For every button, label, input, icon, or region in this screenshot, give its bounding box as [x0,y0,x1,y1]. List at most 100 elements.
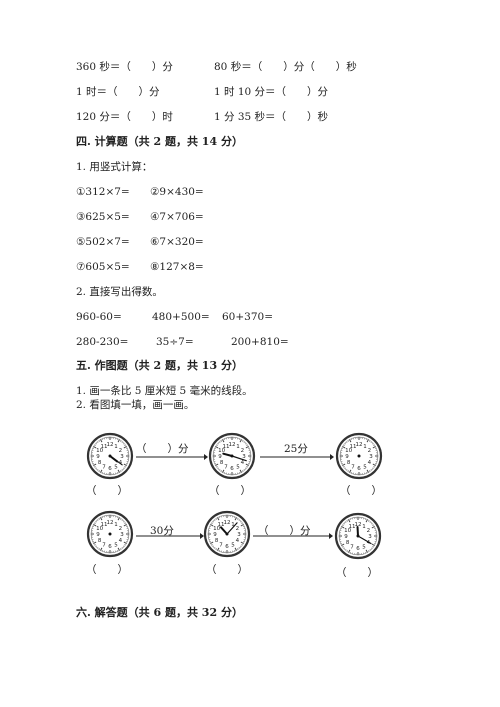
svg-text:12: 12 [229,442,236,448]
svg-text:9: 9 [344,534,348,540]
vertical-problem: ①312×7= [76,186,130,198]
svg-text:3: 3 [120,454,124,460]
svg-text:1: 1 [231,522,235,528]
svg-text:5: 5 [114,543,118,549]
conversion-2-right: 1 时 10 分＝（ ）分 [214,86,329,98]
vertical-problem: ⑤502×7= [76,236,130,248]
section-5-q2: 2. 看图填一填，画一画。 [76,399,195,411]
svg-text:12: 12 [224,520,231,526]
svg-text:6: 6 [357,466,361,472]
section-5-q1: 1. 画一条比 5 厘米短 5 毫米的线段。 [76,385,253,397]
svg-text:1: 1 [236,444,240,450]
minutes-label: （ ）分 [258,525,311,537]
conversion-3-left: 120 分＝（ ）时 [76,111,173,123]
section-4-q1: 1. 用竖式计算： [76,161,153,173]
svg-text:5: 5 [363,465,367,471]
svg-text:11: 11 [101,444,108,450]
svg-text:4: 4 [367,540,371,546]
svg-text:1: 1 [114,444,118,450]
svg-text:11: 11 [101,522,108,528]
minutes-label: 25分 [284,443,308,455]
svg-text:4: 4 [119,538,123,544]
oral-problem: 960-60= [76,311,122,323]
oral-problem: 280-230= [76,336,129,348]
time-answer: （ ） [336,567,378,579]
svg-text:5: 5 [362,545,366,551]
svg-text:6: 6 [108,466,112,472]
conversion-1-right: 80 秒＝（ ）分（ ）秒 [214,61,357,73]
svg-text:12: 12 [355,522,362,528]
svg-text:6: 6 [108,544,112,550]
svg-text:7: 7 [350,545,354,551]
svg-text:6: 6 [230,466,234,472]
svg-text:5: 5 [114,465,118,471]
svg-text:2: 2 [236,526,240,532]
time-answer: （ ） [340,485,382,497]
svg-text:7: 7 [224,465,228,471]
section-4-q2: 2. 直接写出得数。 [76,286,163,298]
conversion-1-left: 360 秒＝（ ）分 [76,61,173,73]
svg-text:2: 2 [367,528,371,534]
svg-text:9: 9 [96,454,100,460]
svg-text:9: 9 [96,532,100,538]
svg-text:5: 5 [231,543,235,549]
vertical-problem: ⑥7×320= [150,236,204,248]
svg-text:11: 11 [218,522,225,528]
svg-text:10: 10 [344,528,351,534]
svg-text:12: 12 [107,442,114,448]
arrow-icon [253,533,333,539]
svg-text:12: 12 [356,442,363,448]
svg-text:1: 1 [362,524,366,530]
svg-text:2: 2 [119,526,123,532]
vertical-problem: ②9×430= [150,186,204,198]
svg-text:10: 10 [345,448,352,454]
svg-text:1: 1 [363,444,367,450]
oral-problem: 60+370= [222,311,273,323]
svg-text:7: 7 [102,543,106,549]
svg-text:10: 10 [218,448,225,454]
oral-problem: 480+500= [152,311,210,323]
svg-text:6: 6 [225,544,229,550]
time-answer: （ ） [209,485,251,497]
arrow-icon [136,533,204,539]
svg-text:6: 6 [356,546,360,552]
svg-text:1: 1 [114,522,118,528]
svg-text:4: 4 [236,538,240,544]
svg-text:8: 8 [98,538,102,544]
svg-text:11: 11 [349,524,356,530]
vertical-problem: ⑦605×5= [76,261,130,273]
time-answer: （ ） [86,564,128,576]
section-4-title: 四. 计算题（共 2 题，共 14 分） [76,135,243,148]
minutes-label: 30分 [150,525,174,537]
svg-text:3: 3 [242,454,246,460]
svg-text:10: 10 [213,526,220,532]
svg-text:3: 3 [237,532,241,538]
arrow-icon [260,454,334,460]
conversion-2-left: 1 时＝（ ）分 [76,86,160,98]
svg-text:8: 8 [220,460,224,466]
svg-text:2: 2 [241,448,245,454]
svg-text:4: 4 [368,460,372,466]
svg-text:5: 5 [236,465,240,471]
svg-text:2: 2 [119,448,123,454]
svg-text:8: 8 [346,540,350,546]
svg-text:9: 9 [218,454,222,460]
svg-text:3: 3 [120,532,124,538]
oral-problem: 35÷7= [156,336,194,348]
svg-text:3: 3 [368,534,372,540]
svg-text:11: 11 [350,444,357,450]
arrow-icon [136,454,208,460]
time-answer: （ ） [206,564,248,576]
section-6-title: 六. 解答题（共 6 题，共 32 分） [76,606,243,619]
svg-text:8: 8 [347,460,351,466]
svg-text:8: 8 [215,538,219,544]
svg-text:7: 7 [219,543,223,549]
svg-text:12: 12 [107,520,114,526]
time-answer: （ ） [86,485,128,497]
